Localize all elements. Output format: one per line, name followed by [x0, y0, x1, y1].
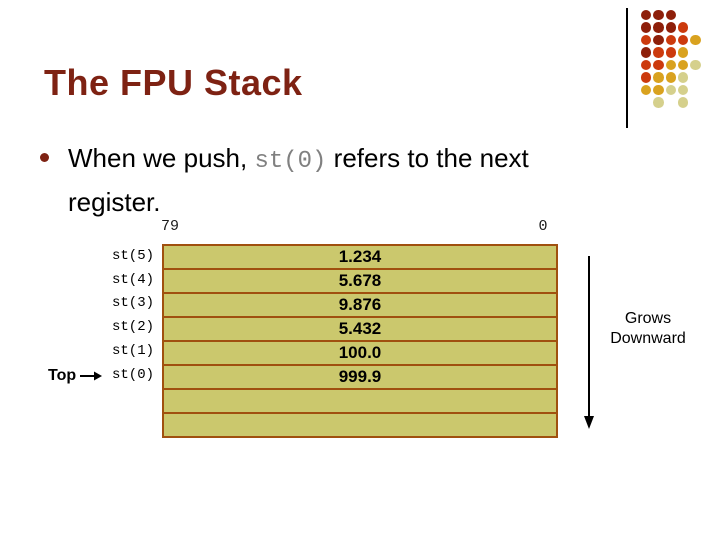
- register-label-st5: st(5): [111, 247, 154, 264]
- stack-cell-st0: 999.9: [164, 366, 556, 390]
- top-pointer: Top: [48, 366, 103, 386]
- decorative-dot: [653, 59, 664, 71]
- decorative-dot: [653, 84, 664, 96]
- stack-cell-empty-1: [164, 390, 556, 414]
- decorative-dot: [640, 9, 652, 21]
- bullet-text-pre: When we push,: [68, 143, 255, 173]
- decorative-dot: [640, 72, 652, 83]
- decorative-dot: [640, 47, 652, 58]
- decorative-dot: [690, 34, 701, 46]
- decorative-vertical-line: [626, 8, 628, 128]
- decorative-dot: [653, 34, 664, 46]
- decorative-dot: [640, 22, 652, 33]
- grows-line2: Downward: [610, 330, 686, 347]
- stack-cell-st2: 5.432: [164, 318, 556, 342]
- register-label-st1: st(1): [111, 342, 154, 359]
- stack-cell-empty-2: [164, 414, 556, 436]
- decorative-dot: [677, 97, 689, 108]
- bullet-icon: [40, 153, 49, 162]
- decorative-dot: [665, 59, 677, 71]
- register-label-empty-2: [88, 410, 154, 434]
- decorative-dot: [640, 34, 652, 46]
- decorative-dot: [665, 34, 677, 46]
- decorative-dot: [690, 59, 701, 71]
- fpu-stack-table: 1.234 5.678 9.876 5.432 100.0 999.9: [162, 244, 558, 438]
- bullet-item: When we push, st(0) refers to the next r…: [38, 138, 618, 222]
- grows-downward-label: Grows Downward: [600, 309, 696, 349]
- decorative-dot: [665, 9, 677, 21]
- register-label-st2: st(2): [111, 319, 154, 336]
- register-label-st3: st(3): [111, 295, 154, 312]
- register-label-st4: st(4): [111, 271, 154, 288]
- grows-line1: Grows: [624, 310, 672, 327]
- register-label-st0: st(0): [111, 366, 154, 383]
- decorative-dot: [677, 84, 689, 96]
- top-label: Top: [48, 367, 77, 384]
- bullet-text-post: refers to the next register.: [68, 143, 529, 217]
- decorative-dot: [653, 9, 664, 21]
- stack-cell-st1: 100.0: [164, 342, 556, 366]
- decorative-dot: [665, 84, 677, 96]
- decorative-dot: [640, 59, 652, 71]
- decorative-dot: [653, 47, 664, 58]
- bullet-text: When we push, st(0) refers to the next r…: [68, 138, 618, 222]
- stack-cell-st3: 9.876: [164, 294, 556, 318]
- decorative-dot: [665, 72, 677, 83]
- register-labels: st(5) st(4) st(3) st(2) st(1) st(0): [88, 244, 154, 434]
- register-label-empty-1: [88, 387, 154, 411]
- bit-position-79: 79: [160, 218, 179, 235]
- decorative-dot: [653, 22, 664, 33]
- decorative-dot: [665, 22, 677, 33]
- decorative-dot: [677, 47, 689, 58]
- down-arrow-icon: [584, 256, 594, 429]
- right-arrow-icon: [80, 371, 103, 381]
- decorative-dot: [665, 47, 677, 58]
- slide-title: The FPU Stack: [44, 62, 303, 103]
- decorative-dot: [653, 72, 664, 83]
- stack-cell-st5: 1.234: [164, 246, 556, 270]
- decorative-dot: [677, 22, 689, 33]
- decorative-dot: [677, 59, 689, 71]
- decorative-dot: [653, 97, 664, 108]
- decorative-dot: [677, 34, 689, 46]
- stack-cell-st4: 5.678: [164, 270, 556, 294]
- decorative-dot: [640, 84, 652, 96]
- bullet-code: st(0): [254, 148, 327, 175]
- decorative-dot: [677, 72, 689, 83]
- bit-position-0: 0: [538, 218, 548, 235]
